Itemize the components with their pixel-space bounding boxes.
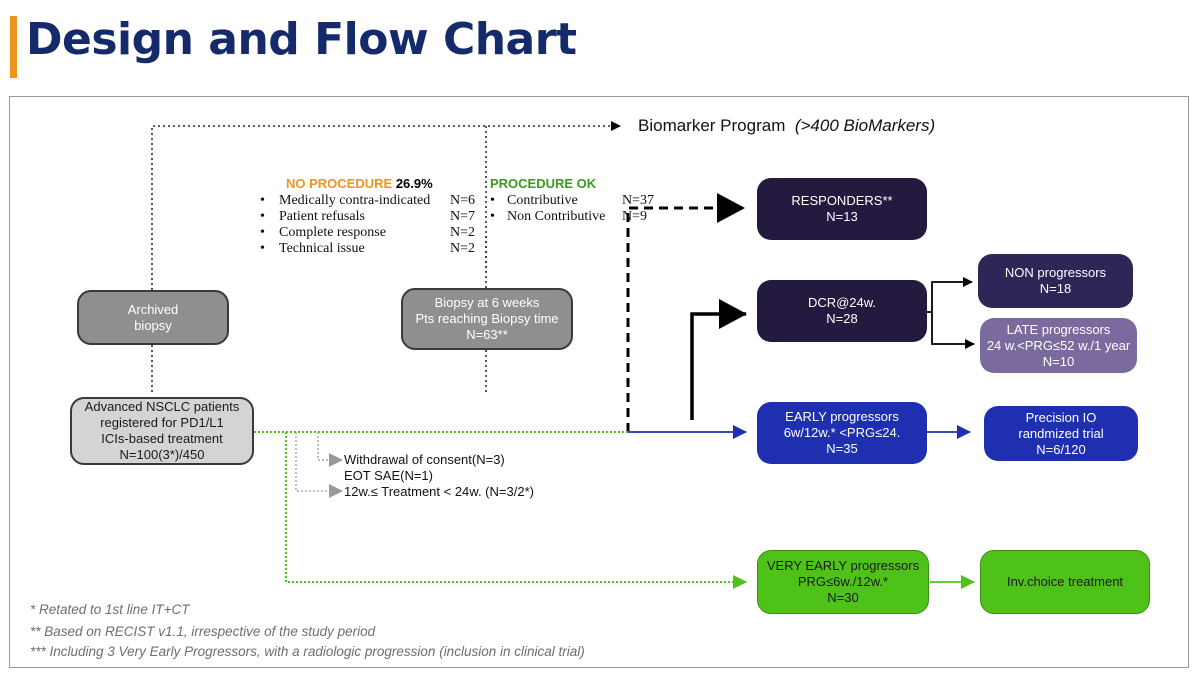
- list-item: Non Contributive: [507, 209, 606, 224]
- treatment-window: 12w.≤ Treatment < 24w. (N=3/2*): [344, 484, 534, 499]
- list-item-count: N=6: [450, 193, 476, 208]
- dcr-box: DCR@24w.N=28: [757, 280, 927, 342]
- list-item-count: N=2: [450, 225, 476, 240]
- list-bullet: •: [260, 225, 265, 240]
- diagram-frame: [9, 96, 1189, 668]
- list-item-count: N=2: [450, 241, 476, 256]
- list-item-count: N=7: [450, 209, 476, 224]
- list-bullet: •: [260, 193, 265, 208]
- footnote-1: * Retated to 1st line IT+CT: [30, 602, 190, 617]
- eot-sae: EOT SAE(N=1): [344, 468, 433, 483]
- list-item: Technical issue: [279, 241, 365, 256]
- title-accent-bar: [10, 16, 17, 78]
- list-item: Patient refusals: [279, 209, 365, 224]
- inv-choice-treatment-box: Inv.choice treatment: [980, 550, 1150, 614]
- responders-box: RESPONDERS**N=13: [757, 178, 927, 240]
- procedure-ok-header: PROCEDURE OK: [490, 176, 597, 191]
- no-procedure-header: NO PROCEDURE 26.9%: [286, 176, 433, 191]
- list-bullet: •: [260, 241, 265, 256]
- list-bullet: •: [260, 209, 265, 224]
- list-item: Complete response: [279, 225, 386, 240]
- withdrawal-consent: Withdrawal of consent(N=3): [344, 452, 505, 467]
- list-item: Contributive: [507, 193, 578, 208]
- page-title: Design and Flow Chart: [26, 14, 577, 65]
- list-bullet: •: [490, 193, 495, 208]
- biomarker-program-label: Biomarker Program (>400 BioMarkers): [638, 116, 936, 135]
- list-bullet: •: [490, 209, 495, 224]
- list-item-count: N=9: [622, 209, 648, 224]
- footnote-3: *** Including 3 Very Early Progressors, …: [30, 644, 585, 659]
- list-item-count: N=37: [622, 193, 655, 208]
- footnote-2: ** Based on RECIST v1.1, irrespective of…: [30, 624, 376, 639]
- list-item: Medically contra-indicated: [279, 193, 431, 208]
